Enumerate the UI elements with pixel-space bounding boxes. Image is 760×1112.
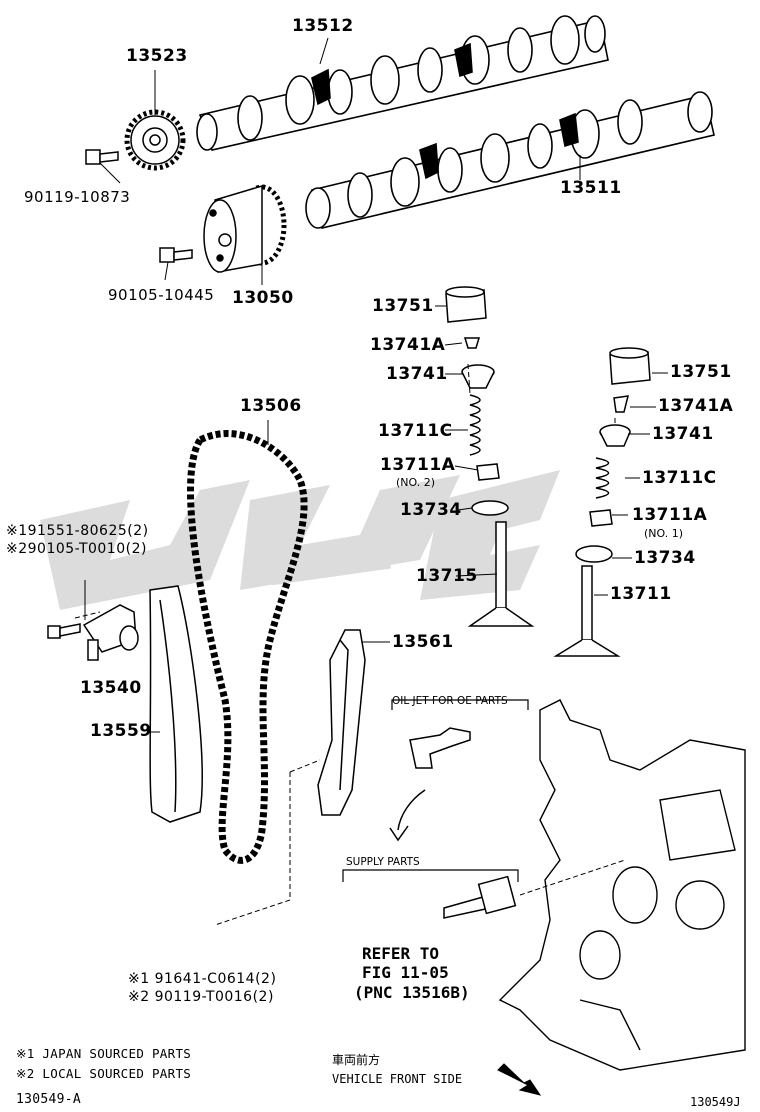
label-supply-parts: SUPPLY PARTS [346, 856, 420, 868]
bolt-90119-10873 [85, 149, 119, 165]
label-oil-jet: OIL JET FOR OE PARTS [392, 695, 508, 707]
refer-line-2: FIG 11-05 [362, 963, 449, 982]
valve-train-right [553, 347, 651, 657]
valve-train-left [445, 286, 535, 627]
refer-line-1: REFER TO [362, 944, 440, 963]
arrow-curved [389, 789, 426, 842]
slipper-13559 [149, 585, 203, 823]
label-slipper-13559: 13559 [90, 721, 152, 741]
label-seat-a: 13734 [400, 500, 462, 520]
label-damper-bolt-1: ※1 91641-C0614(2) [128, 971, 277, 987]
label-retainer-b: 13741 [652, 424, 714, 444]
label-damper-bolt-2: ※2 90119-T0016(2) [128, 989, 274, 1005]
label-lifter-a: 13751 [372, 296, 434, 316]
label-seat-b: 13734 [634, 548, 696, 568]
label-bolt-90119-10873: 90119-10873 [24, 188, 131, 206]
label-retainer-a: 13741 [386, 364, 448, 384]
timing-chain-13506 [187, 430, 308, 864]
leader-lines [74, 363, 626, 926]
front-arrow [497, 1063, 542, 1096]
camshaft-13512 [196, 15, 609, 151]
bolt-90105-10445 [159, 247, 193, 263]
label-vvt-gear-13050: 13050 [232, 288, 294, 308]
label-camshaft-13512: 13512 [292, 16, 354, 36]
label-tensioner-bolt-1: ※191551-80625(2) [6, 523, 149, 539]
label-camshaft-13511: 13511 [560, 178, 622, 198]
refer-line-3: (PNC 13516B) [354, 983, 470, 1002]
label-seal-a: 13711A [380, 455, 456, 475]
sprocket-13523 [124, 109, 186, 171]
oil-jet [409, 727, 471, 769]
front-label-jp: 車両前方 [332, 1053, 381, 1067]
label-damper-13561: 13561 [392, 632, 454, 652]
label-lifter-b: 13751 [670, 362, 732, 382]
corner-id: 130549J [690, 1095, 741, 1109]
label-tensioner-13540: 13540 [80, 678, 142, 698]
note-local-sourced: ※2 LOCAL SOURCED PARTS [16, 1066, 192, 1081]
label-valve-b: 13711 [610, 584, 672, 604]
figure-id: 130549-A [16, 1092, 82, 1107]
label-spring-b: 13711C [642, 468, 717, 488]
label-valve-a: 13715 [416, 566, 478, 586]
damper-13561 [317, 629, 366, 816]
label-tensioner-bolt-2: ※290105-T0010(2) [6, 541, 147, 557]
vvt-gear-13050 [203, 184, 287, 273]
label-sprocket-13523: 13523 [126, 46, 188, 66]
front-label-en: VEHICLE FRONT SIDE [332, 1072, 463, 1086]
label-spring-a: 13711C [378, 421, 453, 441]
tensioner-13540 [47, 604, 139, 661]
oil-jet-bracket [391, 699, 529, 710]
label-keeper-b: 13741A [658, 396, 734, 416]
supply-part [443, 875, 517, 919]
note-japan-sourced: ※1 JAPAN SOURCED PARTS [16, 1046, 192, 1061]
supply-bracket [342, 869, 519, 882]
label-seal-b-note: (NO. 1) [644, 527, 684, 540]
callout-lines [84, 37, 668, 733]
label-keeper-a: 13741A [370, 335, 446, 355]
engine-block [498, 699, 746, 1071]
label-chain-13506: 13506 [240, 396, 302, 416]
label-seal-b: 13711A [632, 505, 708, 525]
label-seal-a-note: (NO. 2) [396, 476, 436, 489]
camshaft-13511 [305, 91, 715, 229]
label-bolt-90105-10445: 90105-10445 [108, 286, 215, 304]
